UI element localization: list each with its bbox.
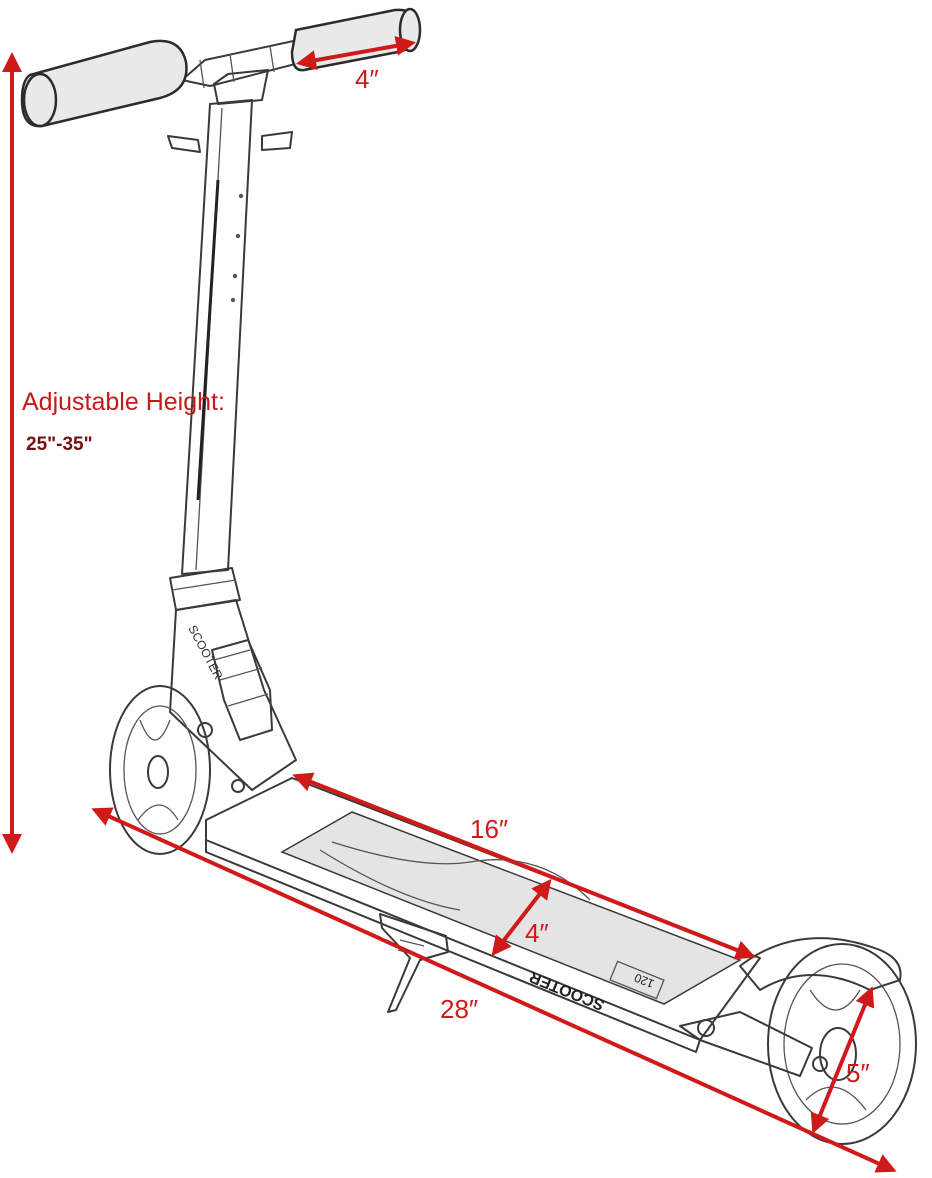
height-range-label: 25"-35" — [26, 434, 93, 455]
stem — [169, 99, 253, 611]
folding-mechanism: SCOOTER — [169, 599, 297, 791]
wheel-size-label: 5″ — [846, 1058, 870, 1088]
handle-width-label: 4″ — [355, 64, 379, 94]
total-length-arrow — [91, 807, 897, 1173]
dimension-labels: 4″ Adjustable Height: 25"-35" 16″ 4″ 28″… — [22, 64, 870, 1088]
deck-width-label: 4″ — [525, 918, 549, 948]
handle-width-arrow — [296, 35, 416, 71]
front-wheel — [109, 685, 245, 855]
stem-brand-text: SCOOTER — [185, 623, 225, 682]
scooter-illustration: SCOOTER SCOOTER 120 — [20, 7, 917, 1145]
left-grip — [20, 39, 188, 128]
wheel-size-arrow — [810, 986, 875, 1134]
dimension-arrows — [2, 35, 897, 1173]
deck-length-label: 16″ — [470, 814, 508, 844]
total-length-label: 28″ — [440, 994, 478, 1024]
height-title-label: Adjustable Height: — [22, 388, 225, 416]
